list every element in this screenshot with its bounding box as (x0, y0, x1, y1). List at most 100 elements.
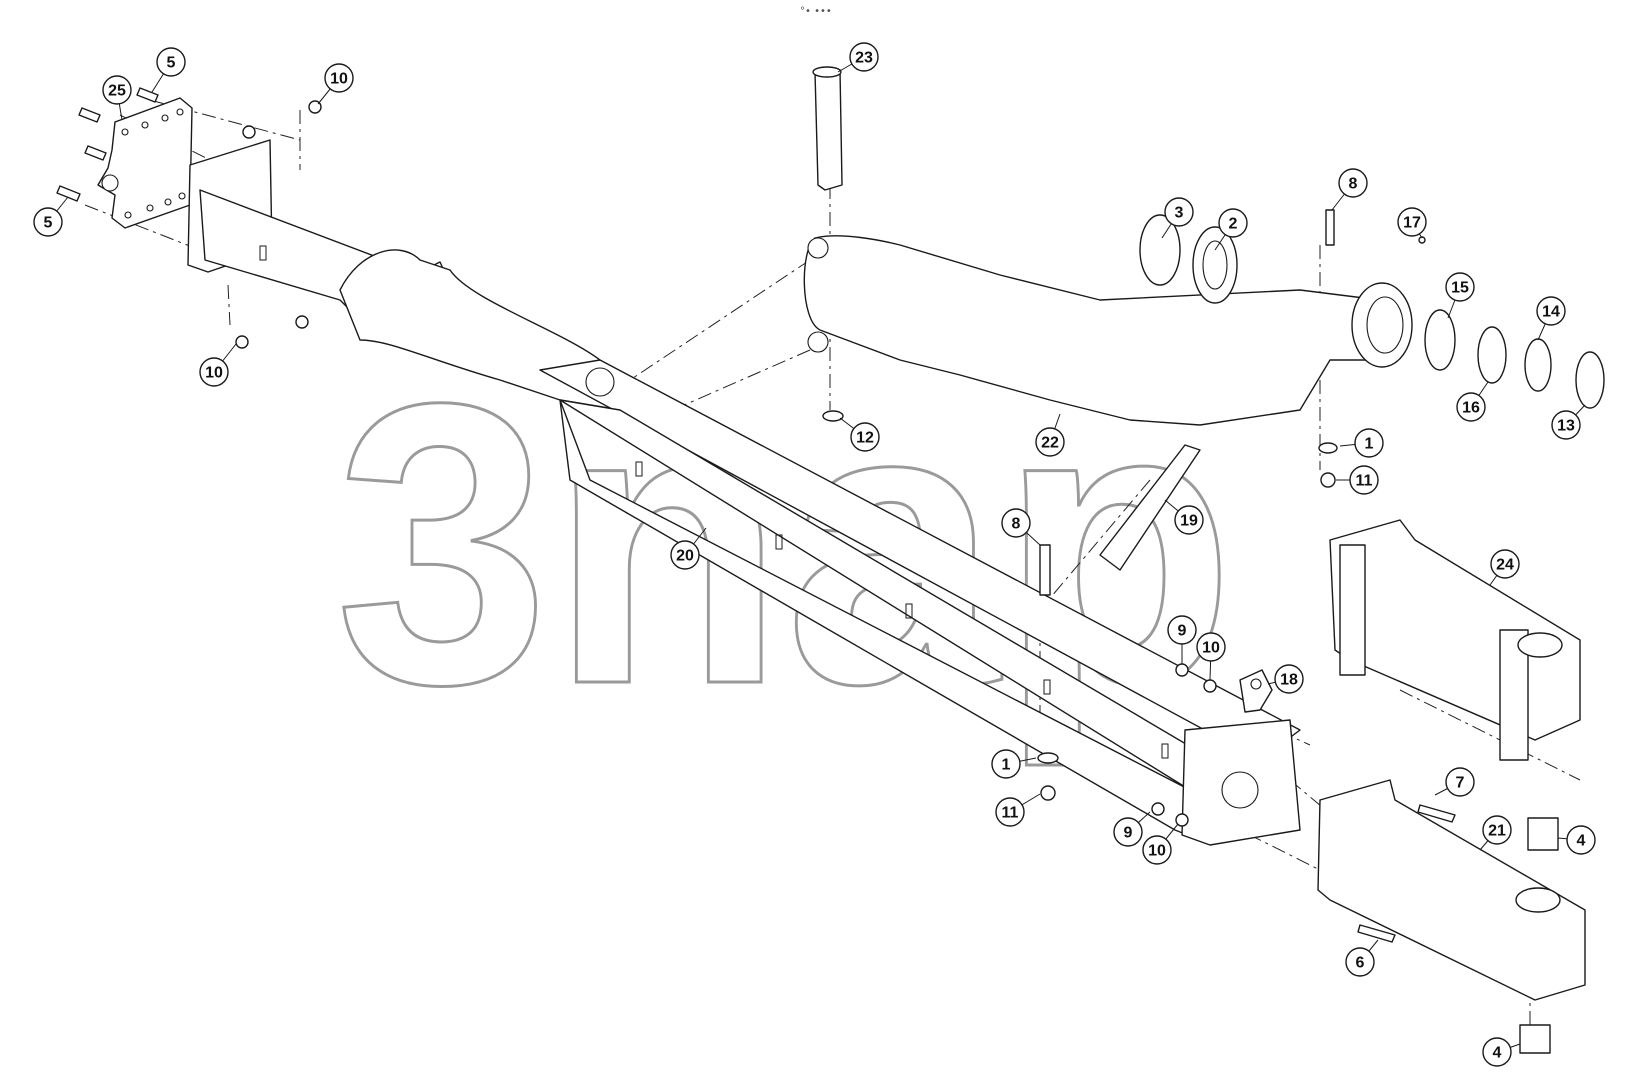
callout-7: 7 (1434, 767, 1475, 797)
callout-10: 10 (1196, 632, 1226, 681)
callout-circle (1274, 664, 1304, 694)
callout-number: 24 (1496, 557, 1514, 574)
callout-2: 2 (1214, 208, 1248, 251)
callout-24: 24 (1489, 549, 1520, 586)
callout-circle (995, 797, 1025, 827)
upper-arm (803, 235, 1413, 426)
callout-circle (1142, 835, 1172, 865)
callout-circle (1482, 1037, 1512, 1067)
callout-circle (1174, 505, 1204, 535)
callout-number: 4 (1577, 833, 1586, 850)
callout-5: 5 (33, 196, 69, 237)
callout-circle (1536, 296, 1566, 326)
callout-14: 14 (1536, 296, 1566, 341)
callout-3: 3 (1161, 197, 1194, 239)
callout-number: 8 (1012, 516, 1021, 533)
callout-number: 10 (330, 71, 348, 88)
callout-6: 6 (1345, 939, 1379, 977)
callout-number: 6 (1356, 955, 1365, 972)
callout-number: 23 (855, 50, 873, 67)
callout-circle (1218, 208, 1248, 238)
callout-circle (849, 42, 879, 72)
callout-circle (1113, 817, 1143, 847)
callout-number: 11 (1002, 805, 1019, 822)
callout-number: 20 (676, 548, 694, 565)
callout-4: 4 (1557, 825, 1596, 855)
callout-11: 11 (1336, 465, 1379, 495)
callout-number: 22 (1041, 435, 1059, 452)
callout-circle (1167, 615, 1197, 645)
callout-circle (1345, 947, 1375, 977)
callout-number: 5 (167, 55, 176, 72)
callout-circle (1490, 549, 1520, 579)
callout-circle (991, 749, 1021, 779)
callout-number: 10 (205, 365, 223, 382)
callout-number: 8 (1349, 176, 1358, 193)
callout-13: 13 (1551, 404, 1586, 440)
callout-circle (1001, 508, 1031, 538)
callout-number: 25 (108, 83, 126, 100)
callout-circle (1354, 428, 1384, 458)
callout-number: 18 (1280, 672, 1298, 689)
callout-21: 21 (1479, 815, 1512, 851)
callout-number: 4 (1493, 1045, 1502, 1062)
callout-number: 17 (1403, 215, 1421, 232)
callout-number: 5 (44, 215, 53, 232)
callout-number: 16 (1462, 400, 1480, 417)
callout-number: 9 (1178, 623, 1187, 640)
callout-18: 18 (1267, 664, 1304, 694)
callout-circle (1196, 632, 1226, 662)
callout-circle (1482, 815, 1512, 845)
callout-4: 4 (1482, 1037, 1521, 1067)
callout-9: 9 (1113, 811, 1151, 847)
callout-15: 15 (1445, 272, 1475, 319)
callout-number: 15 (1451, 280, 1469, 297)
callout-number: 13 (1557, 418, 1575, 435)
callout-circle (1456, 392, 1486, 422)
small-hardware (235, 100, 1456, 943)
callout-22: 22 (1035, 413, 1065, 457)
callout-10: 10 (1142, 823, 1179, 865)
callout-circle (1035, 427, 1065, 457)
callout-circle (1445, 272, 1475, 302)
callout-9: 9 (1167, 615, 1197, 664)
callout-1: 1 (1339, 428, 1384, 458)
callout-12: 12 (839, 417, 880, 452)
callout-circle (33, 207, 63, 237)
callout-circle (850, 422, 880, 452)
callout-number: 10 (1148, 843, 1166, 860)
callout-1: 1 (991, 749, 1037, 779)
callout-5: 5 (151, 47, 186, 93)
callout-circle (1445, 767, 1475, 797)
bolt-set-5 (56, 87, 159, 202)
callout-number: 7 (1456, 775, 1465, 792)
callout-circle (1338, 168, 1368, 198)
callout-8: 8 (1001, 508, 1041, 546)
link-bar (1099, 444, 1201, 571)
callout-number: 19 (1180, 513, 1198, 530)
callout-number: 1 (1002, 757, 1011, 774)
callout-19: 19 (1164, 499, 1204, 535)
crossmember-lower (1317, 779, 1586, 1054)
callout-10: 10 (199, 343, 237, 387)
callout-number: 9 (1124, 825, 1133, 842)
callout-25: 25 (102, 75, 132, 121)
callout-number: 10 (1202, 640, 1220, 657)
callout-circle (1566, 825, 1596, 855)
callout-circle (1349, 465, 1379, 495)
header-marks: °• ••• (800, 6, 832, 17)
crossmember-upper (1329, 519, 1581, 761)
callout-circle (199, 357, 229, 387)
flange-plate (97, 97, 193, 229)
callout-8: 8 (1331, 168, 1368, 211)
callout-number: 14 (1542, 304, 1560, 321)
callout-20: 20 (670, 527, 707, 570)
callout-circle (1551, 410, 1581, 440)
callout-10: 10 (317, 63, 354, 105)
bearing-set (1139, 214, 1605, 409)
callout-number: 3 (1175, 205, 1184, 222)
callout-circle (670, 540, 700, 570)
callout-number: 12 (856, 430, 874, 447)
callout-circle (1397, 207, 1427, 237)
